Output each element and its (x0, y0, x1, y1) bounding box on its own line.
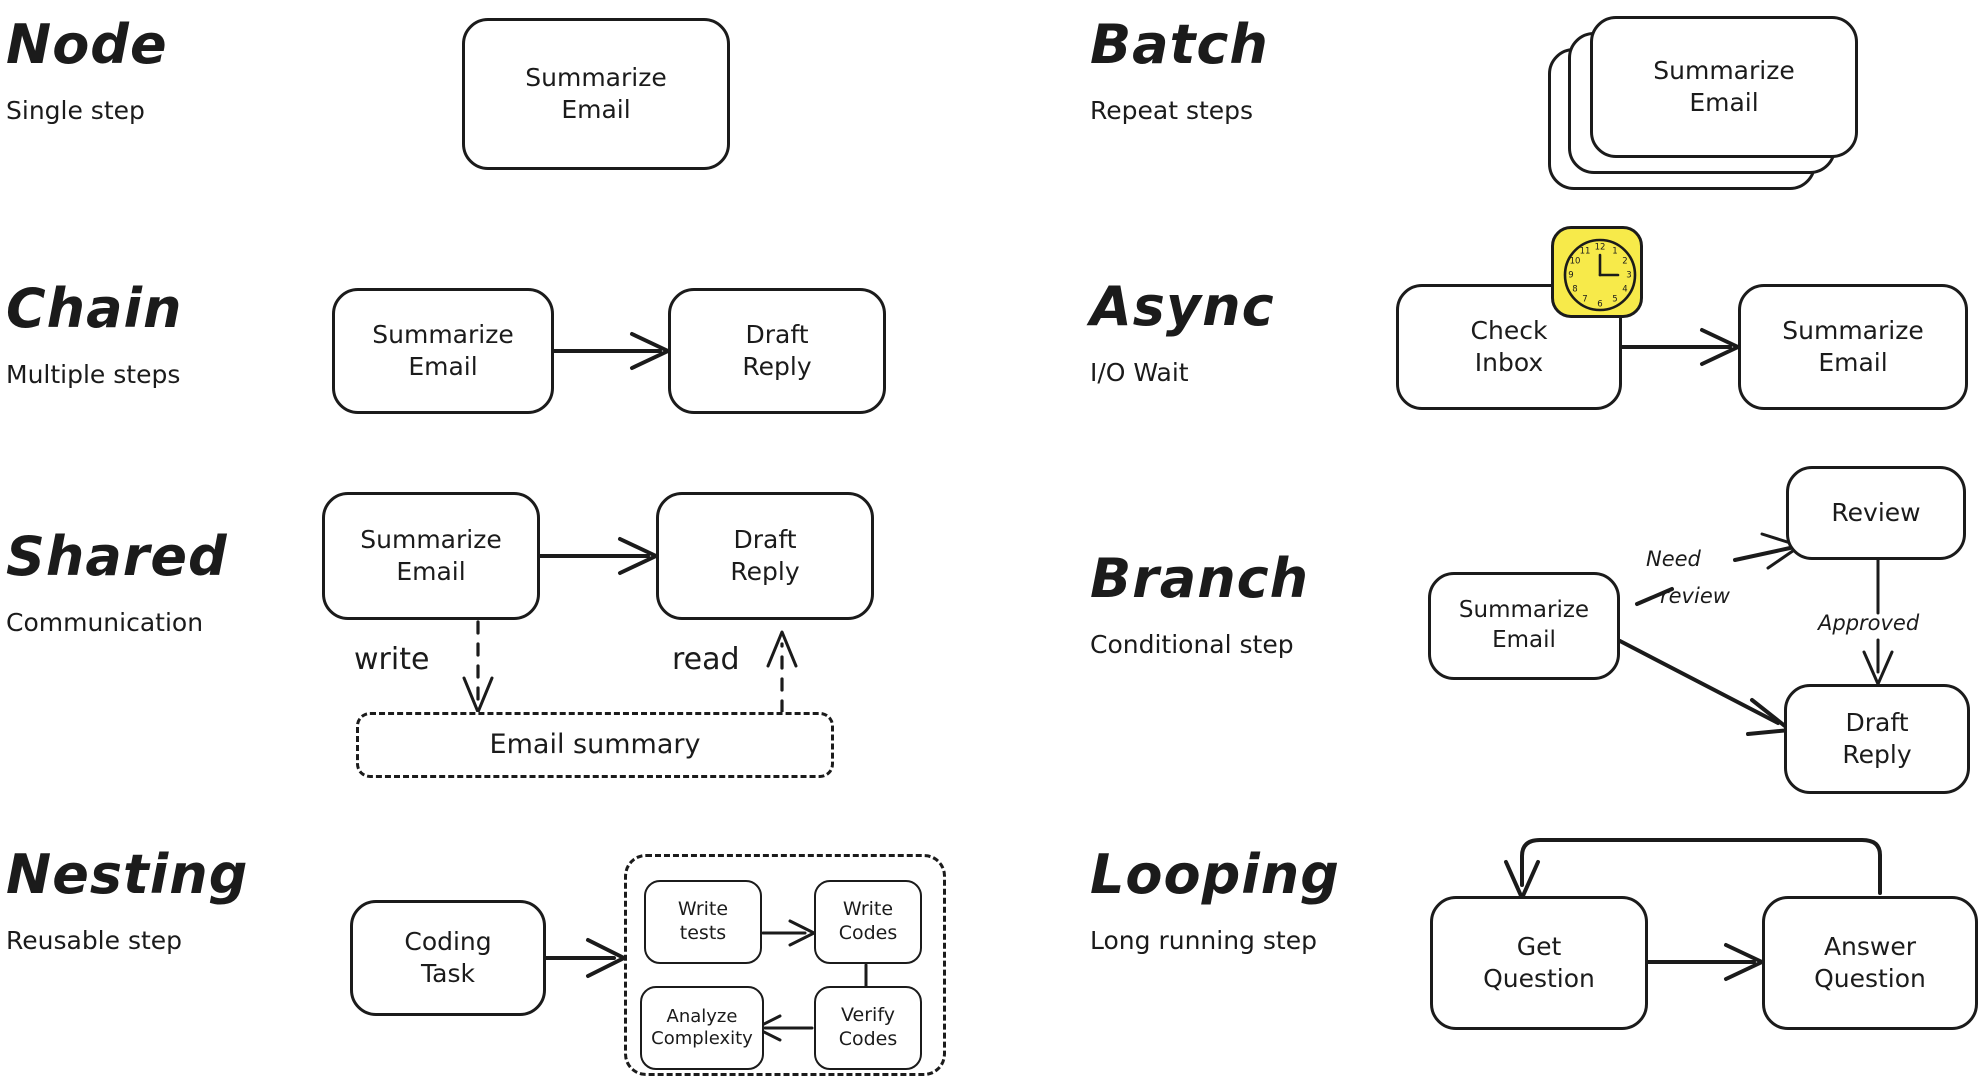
edge-shared-write-to-store (462, 620, 494, 714)
branch-node-summarize-email[interactable]: Summarize Email (1428, 572, 1620, 680)
pattern-subtitle-looping: Long running step (1090, 926, 1317, 955)
pattern-label-node: Node Single step (6, 13, 168, 125)
svg-text:5: 5 (1612, 295, 1617, 305)
edge-shared-store-to-draft (766, 630, 798, 714)
pattern-title-branch: Branch (1090, 547, 1310, 610)
pattern-label-branch: Branch Conditional step (1090, 547, 1310, 659)
shared-node-draft-reply[interactable]: Draft Reply (656, 492, 874, 620)
pattern-subtitle-nesting: Reusable step (6, 926, 183, 955)
edge-chain-summarize-to-draft (550, 332, 670, 370)
edge-nesting-coding-to-group (544, 938, 626, 978)
pattern-label-chain: Chain Multiple steps (6, 277, 183, 389)
pattern-label-nesting: Nesting Reusable step (6, 843, 249, 955)
nesting-group-container (624, 854, 946, 1076)
looping-node-get-question[interactable]: Get Question (1430, 896, 1648, 1030)
nesting-node-verify-codes[interactable]: Verify Codes (814, 986, 922, 1070)
svg-text:7: 7 (1582, 295, 1587, 305)
svg-text:11: 11 (1580, 247, 1591, 257)
edge-label-write: write (354, 642, 430, 677)
async-node-check-inbox[interactable]: Check Inbox (1396, 284, 1622, 410)
edge-looping-answer-to-get (1504, 838, 1882, 900)
shared-store-email-summary[interactable]: Email summary (356, 712, 834, 778)
looping-node-answer-question[interactable]: Answer Question (1762, 896, 1978, 1030)
pattern-title-nesting: Nesting (6, 843, 249, 906)
edge-shared-summarize-to-draft (538, 537, 658, 575)
pattern-title-chain: Chain (6, 277, 183, 340)
pattern-subtitle-branch: Conditional step (1090, 630, 1294, 659)
edge-label-review: review (1660, 584, 1730, 608)
batch-node-summarize-email[interactable]: Summarize Email (1590, 16, 1858, 158)
svg-text:1: 1 (1612, 247, 1617, 257)
nesting-node-write-codes[interactable]: Write Codes (814, 880, 922, 964)
pattern-subtitle-async: I/O Wait (1090, 358, 1189, 387)
svg-text:9: 9 (1568, 271, 1573, 281)
chain-node-summarize-email[interactable]: Summarize Email (332, 288, 554, 414)
pattern-label-batch: Batch Repeat steps (1090, 13, 1269, 125)
pattern-title-shared: Shared (6, 525, 228, 588)
edge-label-need: Need (1646, 547, 1701, 571)
svg-text:2: 2 (1622, 257, 1627, 267)
pattern-subtitle-batch: Repeat steps (1090, 96, 1254, 125)
edge-branch-summarize-to-draft (1618, 639, 1792, 736)
edge-async-check-to-summarize (1618, 328, 1740, 366)
nesting-node-coding-task[interactable]: Coding Task (350, 900, 546, 1016)
pattern-title-node: Node (6, 13, 168, 76)
nesting-node-analyze-complexity[interactable]: Analyze Complexity (640, 986, 764, 1070)
edge-label-approved: Approved (1818, 611, 1920, 635)
branch-node-review[interactable]: Review (1786, 466, 1966, 560)
svg-text:12: 12 (1595, 243, 1606, 253)
chain-node-draft-reply[interactable]: Draft Reply (668, 288, 886, 414)
pattern-label-looping: Looping Long running step (1090, 843, 1340, 955)
pattern-title-async: Async (1090, 275, 1275, 338)
pattern-subtitle-chain: Multiple steps (6, 360, 181, 389)
pattern-label-shared: Shared Communication (6, 525, 228, 637)
pattern-subtitle-node: Single step (6, 96, 145, 125)
pattern-title-batch: Batch (1090, 13, 1269, 76)
svg-text:3: 3 (1626, 271, 1631, 281)
pattern-label-async: Async I/O Wait (1090, 275, 1275, 387)
clock-icon: 12 1 2 3 4 5 6 7 8 9 10 11 (1551, 226, 1643, 318)
svg-text:4: 4 (1622, 285, 1627, 295)
svg-text:8: 8 (1572, 285, 1577, 295)
nesting-node-write-tests[interactable]: Write tests (644, 880, 762, 964)
async-node-summarize-email[interactable]: Summarize Email (1738, 284, 1968, 410)
svg-text:6: 6 (1597, 300, 1602, 310)
edge-label-read: read (672, 642, 740, 677)
edge-looping-get-to-answer (1646, 943, 1764, 981)
svg-text:10: 10 (1570, 257, 1581, 267)
shared-node-summarize-email[interactable]: Summarize Email (322, 492, 540, 620)
pattern-title-looping: Looping (1090, 843, 1340, 906)
pattern-subtitle-shared: Communication (6, 608, 204, 637)
node-summarize-email[interactable]: Summarize Email (462, 18, 730, 170)
branch-node-draft-reply[interactable]: Draft Reply (1784, 684, 1970, 794)
